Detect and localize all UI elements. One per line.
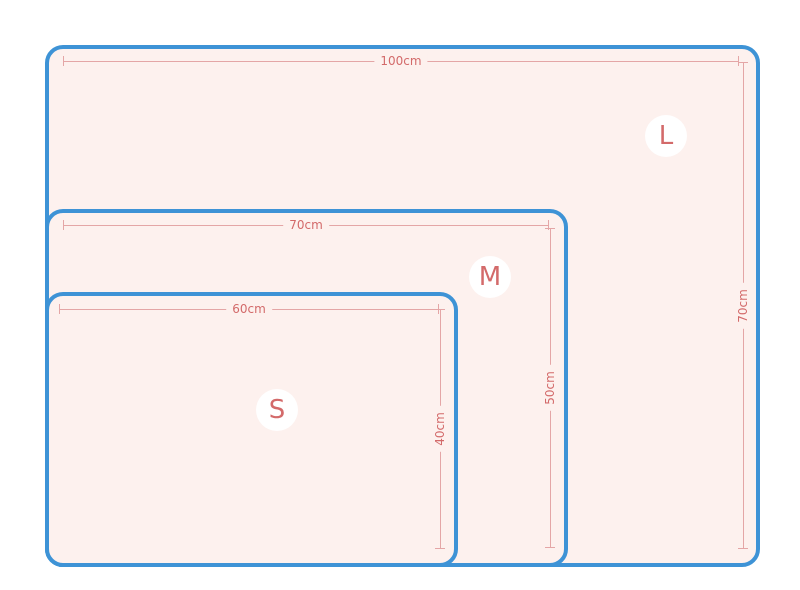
large-height-label: 70cm [736,282,750,329]
large-width-dimension: 100cm [63,54,739,68]
medium-height-dimension: 50cm [543,228,557,548]
size-badge-large: L [645,115,687,157]
medium-width-dimension: 70cm [63,218,549,232]
mat-small-outline [45,292,458,567]
small-height-label: 40cm [433,406,447,452]
small-width-label: 60cm [226,302,272,316]
medium-height-label: 50cm [543,365,557,411]
small-width-dimension: 60cm [59,302,439,316]
small-height-dimension: 40cm [433,309,447,549]
size-badge-medium: M [469,256,511,298]
large-width-label: 100cm [374,54,428,68]
large-height-dimension: 70cm [736,62,750,549]
size-badge-small: S [256,389,298,431]
medium-width-label: 70cm [283,218,329,232]
